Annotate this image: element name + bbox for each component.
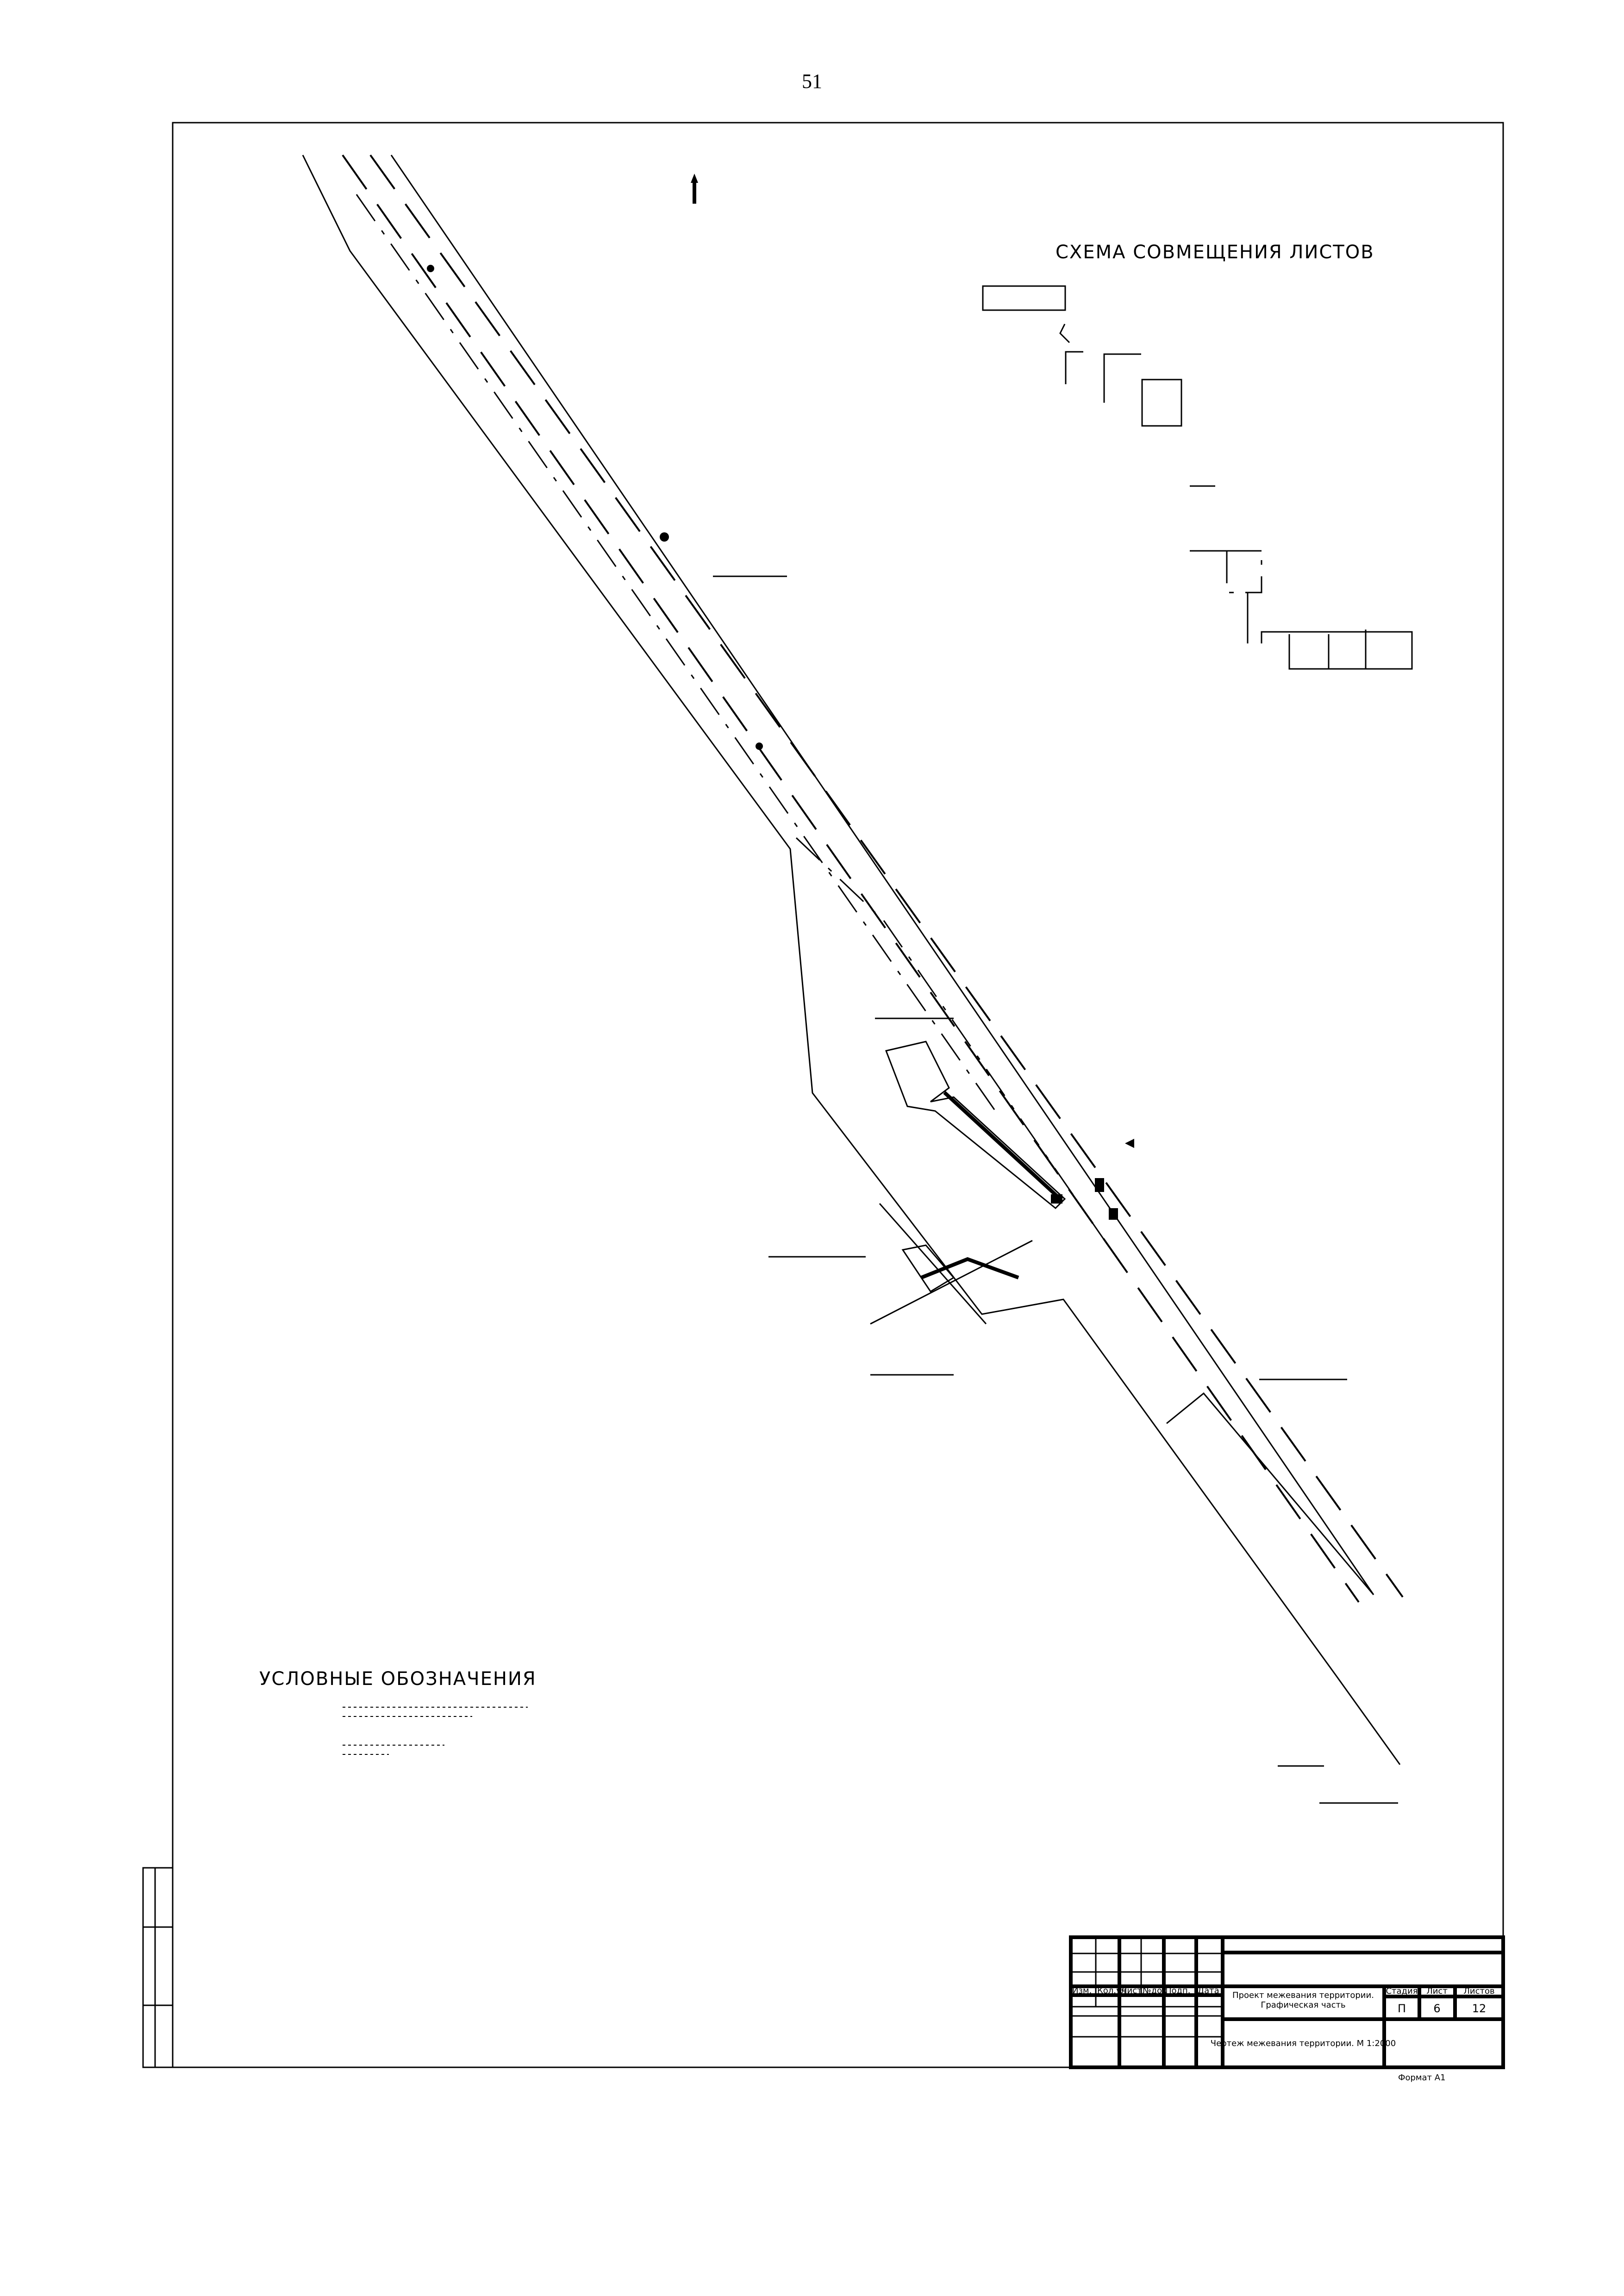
- north-arrow-icon: [691, 174, 698, 204]
- axis-line: [356, 194, 996, 1111]
- legend-title: УСЛОВНЫЕ ОБОЗНАЧЕНИЯ: [259, 1668, 537, 1690]
- sheets-value: 12: [1472, 2002, 1487, 2015]
- territory-boundary: [302, 155, 1401, 1765]
- drawing-title: Чертеж межевания территории. М 1:2000: [1211, 2039, 1396, 2048]
- leader-lines: [713, 575, 1398, 1804]
- title-block: Изм. Кол.уч Лист №док Подп. Дата Проект …: [1069, 1935, 1505, 2083]
- overview-title: СХЕМА СОВМЕЩЕНИЯ ЛИСТОВ: [1056, 242, 1374, 263]
- side-stamp-strip: [142, 1867, 174, 2068]
- sheets-header: Листов: [1463, 1986, 1494, 1996]
- legend: УСЛОВНЫЕ ОБОЗНАЧЕНИЯ: [259, 1668, 537, 1755]
- drawing-frame: [172, 122, 1504, 2068]
- document-title: Проект межевания территории. Графическая…: [1232, 1990, 1374, 2010]
- col-header: Изм.: [1072, 1986, 1092, 1996]
- stage-header: Стадия: [1386, 1986, 1418, 1996]
- stage-value: П: [1398, 2002, 1406, 2015]
- col-header: Кол.уч: [1097, 1986, 1126, 1996]
- sheet-value: 6: [1433, 2002, 1440, 2015]
- col-header: Подп.: [1165, 1986, 1190, 1996]
- col-header: Лист: [1121, 1986, 1142, 1996]
- sheet-format: Формат А1: [1398, 2073, 1446, 2083]
- col-header: №док: [1143, 1986, 1167, 1996]
- buildings: [870, 1041, 1134, 1325]
- sheet-overview-scheme: СХЕМА СОВМЕЩЕНИЯ ЛИСТОВ: [982, 242, 1413, 670]
- col-header: Дата: [1198, 1986, 1219, 1996]
- page-number: 51: [802, 70, 822, 93]
- road-line-dashed: [342, 154, 1360, 1603]
- territory-plan: [302, 154, 1404, 1804]
- sheet-header: Лист: [1426, 1986, 1448, 1996]
- road-line-dashed: [369, 154, 1404, 1598]
- road-edge: [390, 155, 1374, 1595]
